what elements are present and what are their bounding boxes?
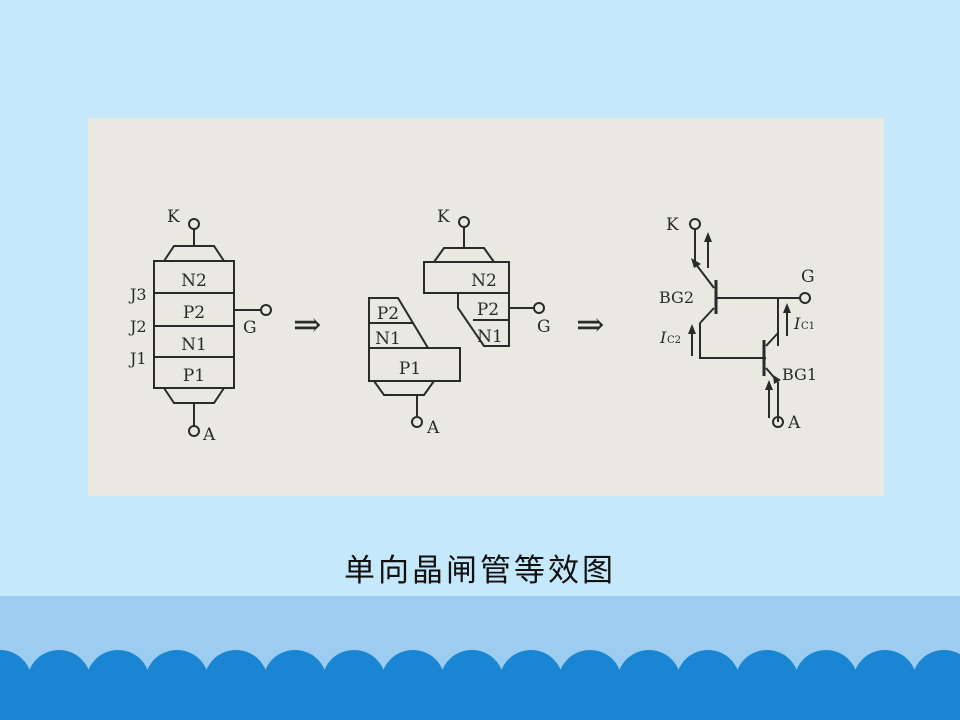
ic1-label-sub: C1 [801,321,815,332]
layer-n1-label: N1 [181,335,207,355]
ic1-label-main: I [793,314,801,333]
junction-j2-label: J2 [128,317,147,336]
split-terminal-k-label: K [437,207,450,227]
wave-scallop [941,682,960,720]
layer-p2-label: P2 [183,303,205,323]
circuit-terminal-g-label: G [801,267,815,287]
wave-scallop [528,680,592,720]
wave-decoration [0,650,960,720]
thyristor-figure: K N2 P2 N1 P1 J3 J2 J1 G [88,118,884,496]
wave-scallop [823,680,887,720]
split-p1-label: P1 [399,359,421,379]
equivalence-arrow-2: ⇒ [576,305,605,345]
bg1-label: BG1 [782,365,817,384]
circuit-terminal-k-label: K [666,215,679,235]
split-terminal-a-label: A [426,418,440,438]
wave-scallop [351,680,415,720]
circuit-terminal-a-label: A [787,413,801,433]
terminal-k-label: K [167,207,180,227]
terminal-g-pin [260,304,272,316]
ic2-label-sub: C2 [667,335,681,346]
split-n1-lower-label: N1 [375,329,401,349]
wave-scallop [174,680,238,720]
wave-scallop [882,680,946,720]
layer-n2-label: N2 [181,271,207,291]
split-terminal-g-label: G [537,317,551,337]
layer-p1-label: P1 [183,366,205,386]
pnpn-structure: K N2 P2 N1 P1 J3 J2 J1 G [128,207,272,445]
wave-scallop [410,680,474,720]
wave-scallop [292,680,356,720]
two-transistor-circuit: K BG2 G [659,215,817,433]
terminal-k-pin [188,218,200,230]
wave-scallop [233,680,297,720]
equivalence-arrow-1: ⇒ [293,305,322,345]
junction-j1-label: J1 [128,349,147,368]
wave-scallop [587,680,651,720]
ic2-label-main: I [659,328,667,347]
split-n1-upper-label: N1 [477,327,503,347]
terminal-a-pin [188,425,200,437]
bg2-label: BG2 [659,288,694,307]
split-structure: K N2 P2 N1 G P2 N1 P1 [368,207,551,438]
wave-scallop [705,680,769,720]
bg2-emitter [694,262,715,289]
thyristor-diagram: K N2 P2 N1 P1 J3 J2 J1 G [128,207,817,445]
wave-scallop [0,680,61,720]
wave-scallop [764,680,828,720]
wave-scallop [646,680,710,720]
wave-scallop [115,680,179,720]
split-p2-lower-label: P2 [377,304,399,324]
junction-j3-label: J3 [128,285,147,304]
figure-caption: 单向晶闸管等效图 [344,553,616,589]
split-n2-label: N2 [471,271,497,291]
terminal-g-label: G [243,318,257,338]
wave-scallop [469,680,533,720]
split-p2-upper-label: P2 [477,300,499,320]
terminal-a-label: A [202,425,216,445]
wave-scallop [56,680,120,720]
